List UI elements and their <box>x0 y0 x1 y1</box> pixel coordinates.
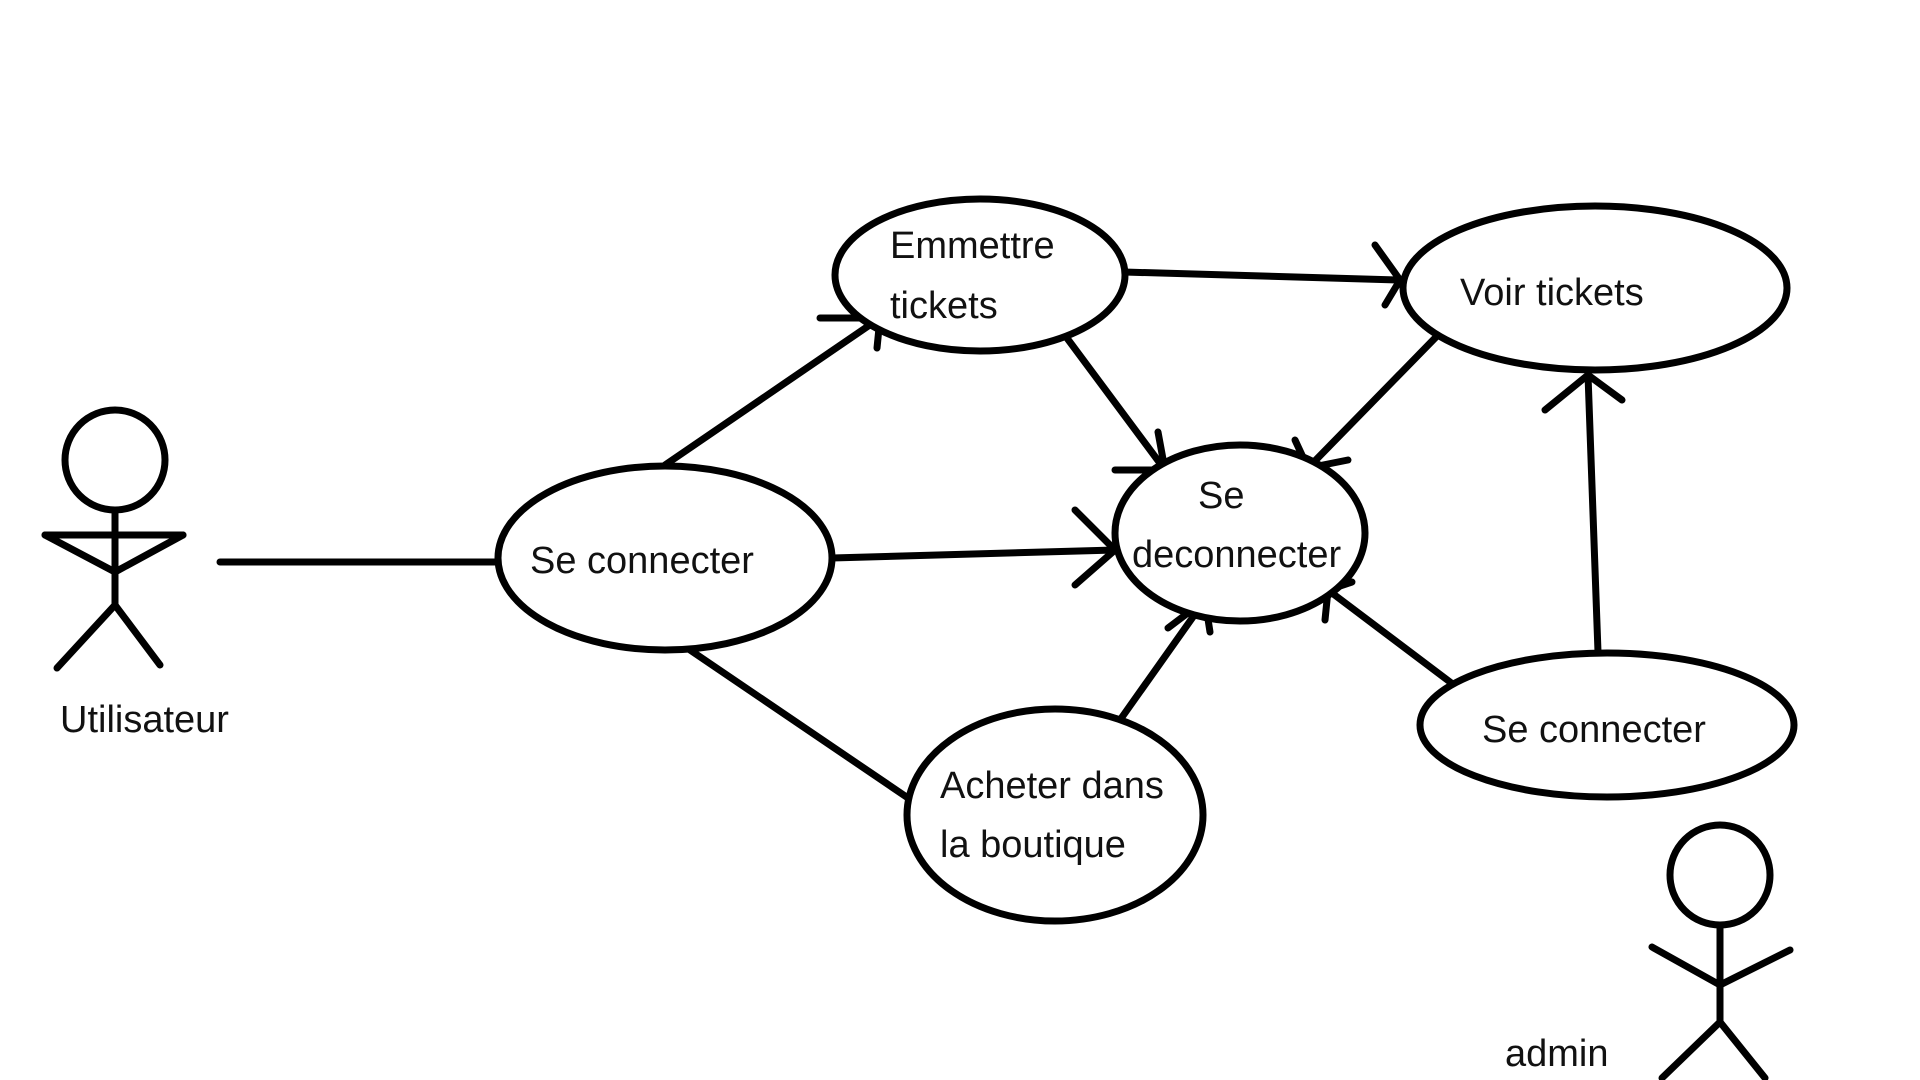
actor-admin-leg-right <box>1716 1018 1769 1080</box>
usecase-emmettre-tickets-line2: tickets <box>890 285 998 327</box>
edge-shop-to-logout <box>1116 596 1209 724</box>
edge-adminlogin-to-view <box>1584 371 1602 656</box>
edge-emit-to-view <box>1120 268 1404 284</box>
actor-utilisateur-arm-r <box>111 531 187 576</box>
usecase-acheter-boutique-shape <box>903 705 1207 925</box>
actor-utilisateur-leg-right <box>111 601 164 669</box>
actor-utilisateur-leg-left <box>53 601 119 672</box>
usecase-se-deconnecter-line1: Se <box>1198 475 1244 517</box>
usecase-emmettre-tickets-shape <box>831 195 1129 355</box>
edge-adminlogin-to-logout <box>1324 586 1462 692</box>
usecase-voir-tickets-shape <box>1399 202 1791 374</box>
actor-utilisateur-label: Utilisateur <box>60 699 229 741</box>
edge-login-to-shop <box>686 646 912 802</box>
actor-admin-arm-l <box>1648 943 1724 989</box>
usecase-emmettre-tickets: Emmettre tickets <box>831 195 1129 355</box>
actor-admin-label: admin <box>1505 1033 1609 1075</box>
usecase-se-deconnecter-shape <box>1111 441 1369 625</box>
edge-view-to-logout <box>1304 331 1442 472</box>
usecase-se-connecter-admin-shape <box>1416 649 1798 801</box>
actor-utilisateur: Utilisateur <box>41 406 229 741</box>
actor-utilisateur-arm-l <box>41 531 119 576</box>
edge-login-to-emit <box>661 314 884 469</box>
arrow-view-head-admin <box>1541 371 1626 414</box>
usecase-voir-tickets: Voir tickets <box>1399 202 1791 374</box>
usecase-se-connecter-user: Se connecter <box>494 462 836 654</box>
usecase-se-connecter-admin: Se connecter <box>1416 649 1798 801</box>
usecase-se-deconnecter: Se deconnecter <box>1111 441 1369 625</box>
arrow-view-head-emit <box>1371 241 1404 309</box>
usecase-acheter-boutique-line1: Acheter dans <box>940 765 1164 807</box>
usecase-se-connecter-user-shape <box>494 462 836 654</box>
edge-emit-to-logout <box>1054 322 1169 474</box>
usecase-voir-tickets-label: Voir tickets <box>1460 272 1644 314</box>
usecase-se-connecter-user-label: Se connecter <box>530 540 754 582</box>
usecase-acheter-boutique-line2: la boutique <box>940 824 1126 866</box>
usecase-se-connecter-admin-label: Se connecter <box>1482 709 1706 751</box>
actor-admin-head <box>1666 821 1774 929</box>
actor-admin: admin <box>1505 821 1794 1080</box>
usecase-emmettre-tickets-line1: Emmettre <box>890 225 1055 267</box>
actor-admin-arm-r <box>1716 946 1794 989</box>
usecase-acheter-boutique: Acheter dans la boutique <box>903 705 1207 925</box>
edge-login-to-logout <box>828 546 1119 562</box>
actor-utilisateur-head <box>61 406 169 514</box>
connectors <box>216 268 1602 802</box>
actor-admin-leg-left <box>1658 1018 1724 1080</box>
usecase-se-deconnecter-line2: deconnecter <box>1132 534 1341 576</box>
